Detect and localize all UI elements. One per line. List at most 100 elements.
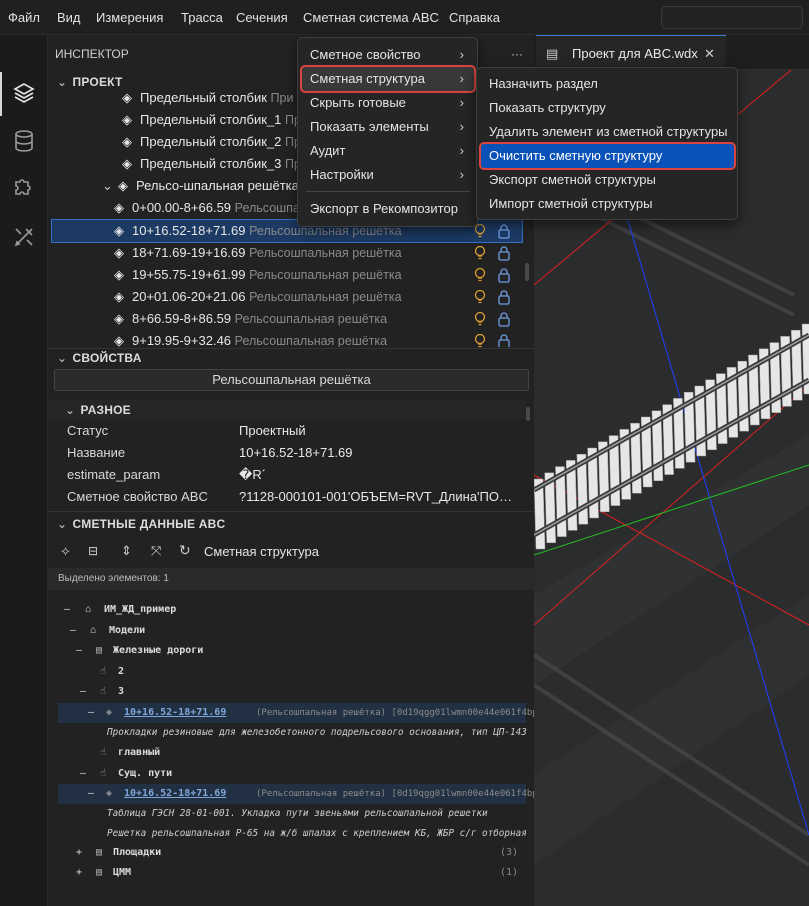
expand-all-icon[interactable]: ⇕ (121, 543, 132, 558)
lightbulb-icon[interactable] (474, 333, 486, 347)
submenu-assign-section[interactable]: Назначить раздел (489, 76, 598, 91)
estimate-row[interactable]: +▤ЦММ(1) (48, 863, 526, 883)
puzzle-icon[interactable] (8, 171, 40, 203)
lock-icon[interactable] (497, 245, 511, 261)
property-row: estimate_param�R´ (67, 467, 267, 482)
lock-icon[interactable] (497, 311, 511, 327)
sparkle-icon[interactable]: ✧ (60, 544, 71, 559)
chevron-down-icon: ⌄ (57, 351, 68, 365)
menu-route[interactable]: Трасса (181, 10, 223, 25)
chevron-right-icon: › (459, 95, 464, 110)
lock-icon[interactable] (497, 289, 511, 305)
estimate-row[interactable]: Решетка рельсошпальная Р-65 на ж/б шпала… (107, 828, 527, 839)
tree-item[interactable]: ◈ 18+71.69-19+16.69 Рельсошпальная решёт… (48, 242, 526, 264)
project-section-header[interactable]: ⌄ ПРОЕКТ (48, 75, 534, 89)
document-icon: ▤ (96, 847, 103, 858)
tree-item[interactable]: ◈ Предельный столбик При (48, 87, 526, 109)
estimate-row[interactable]: –☝Сущ. пути (48, 764, 526, 784)
tab-label: Проект для ABC.wdx (572, 46, 698, 61)
misc-group-header[interactable]: ⌄ РАЗНОЕ (48, 403, 534, 417)
tree-item[interactable]: ◈ 19+55.75-19+61.99 Рельсошпальная решёт… (48, 264, 526, 286)
properties-scrollbar[interactable] (526, 407, 530, 421)
lock-icon[interactable] (497, 333, 511, 347)
menu-view[interactable]: Вид (57, 10, 81, 25)
tree-item[interactable]: ◈ 9+19.95-9+32.46 Рельсошпальная решётка (48, 330, 526, 347)
estimate-toolbar: ✧ ⊟ ⇕ ⤧ ↻ Сметная структура (48, 539, 534, 567)
lightbulb-icon[interactable] (474, 223, 486, 239)
divider (48, 348, 534, 349)
estimate-row[interactable]: ☝главный (48, 743, 526, 763)
tree-item[interactable]: ◈ 8+66.59-8+86.59 Рельсошпальная решётка (48, 308, 526, 330)
element-type-button[interactable]: Рельсошпальная решётка (54, 369, 529, 391)
lock-icon[interactable] (497, 223, 511, 239)
object-icon: ◈ (114, 200, 124, 215)
track-sleepers (534, 323, 809, 550)
menu-help[interactable]: Справка (449, 10, 500, 25)
menu-item-show-elements[interactable]: Показать элементы› (302, 115, 474, 139)
submenu-import-structure[interactable]: Импорт сметной структуры (489, 196, 653, 211)
lightbulb-icon[interactable] (474, 289, 486, 305)
tree-item[interactable]: ◈ 20+01.06-20+21.06 Рельсошпальная решёт… (48, 286, 526, 308)
menu-measurements[interactable]: Измерения (96, 10, 164, 25)
submenu-show-structure[interactable]: Показать структуру (489, 100, 606, 115)
more-actions-icon[interactable]: ··· (511, 47, 523, 61)
search-input[interactable] (661, 6, 803, 29)
object-icon: ◈ (114, 267, 124, 282)
menu-item-estimate-structure[interactable]: Сметная структура› (300, 65, 476, 93)
submenu-remove-element[interactable]: Удалить элемент из сметной структуры (489, 124, 728, 139)
menu-abc-system[interactable]: Сметная система ABC (303, 10, 439, 25)
selected-count: Выделено элементов: 1 (58, 573, 169, 584)
tree-item[interactable]: ◈ Предельный столбик_2 Пр (48, 131, 526, 153)
object-icon: ◈ (122, 90, 132, 105)
estimate-section-header[interactable]: ⌄ СМЕТНЫЕ ДАННЫЕ ABC (48, 517, 534, 531)
layers-icon[interactable] (8, 77, 40, 109)
estimate-row[interactable]: +▤Площадки(3) (48, 843, 526, 863)
estimate-structure-label[interactable]: Сметная структура (204, 544, 319, 559)
submenu-clear-structure[interactable]: Очистить сметную структуру (479, 142, 736, 170)
lock-icon[interactable] (497, 267, 511, 283)
estimate-row[interactable]: Таблица ГЭСН 28-01-001. Укладка пути зве… (107, 808, 488, 819)
menu-sections[interactable]: Сечения (236, 10, 288, 25)
properties-section-header[interactable]: ⌄ СВОЙСТВА (48, 351, 534, 365)
menu-item-hide-ready[interactable]: Скрыть готовые› (302, 91, 474, 115)
lightbulb-icon[interactable] (474, 311, 486, 327)
menu-file[interactable]: Файл (8, 10, 40, 25)
object-icon: ◈ (114, 289, 124, 304)
estimate-row[interactable]: –⌂Модели (48, 621, 526, 641)
menu-item-export-recomposer[interactable]: Экспорт в Рекомпозитор (310, 201, 458, 216)
estimate-row[interactable]: –⌂ИМ_ЖД_пример (48, 600, 526, 620)
estimate-row[interactable]: –▤Железные дороги (48, 641, 526, 661)
estimate-row-highlight[interactable]: –◈10+16.52-18+71.69(Рельсошпальная решёт… (58, 703, 534, 723)
object-icon: ◈ (114, 245, 124, 260)
estimate-row-highlight[interactable]: –◈10+16.52-18+71.69(Рельсошпальная решёт… (58, 784, 534, 804)
activity-bar (0, 35, 48, 906)
hand-icon: ☝ (100, 747, 107, 758)
menu-item-estimate-property[interactable]: Сметное свойство› (302, 43, 474, 67)
close-icon[interactable]: ✕ (704, 46, 715, 61)
context-menu: Сметное свойство› Сметная структура› Скр… (297, 37, 478, 227)
tools-icon[interactable] (8, 221, 40, 253)
estimate-row[interactable]: Прокладки резиновые для железобетонного … (107, 727, 527, 738)
object-icon: ◈ (122, 156, 132, 171)
refresh-icon[interactable]: ↻ (179, 542, 191, 558)
estimate-section-label: СМЕТНЫЕ ДАННЫЕ ABC (72, 517, 226, 531)
tree-scrollbar[interactable] (525, 263, 529, 281)
menu-item-audit[interactable]: Аудит› (302, 139, 474, 163)
sleeper (801, 323, 809, 395)
estimate-row[interactable]: –☝3 (48, 682, 526, 702)
submenu-export-structure[interactable]: Экспорт сметной структуры (489, 172, 656, 187)
collapse-all-icon[interactable]: ⤧ (151, 543, 162, 558)
menu-item-settings[interactable]: Настройки› (302, 163, 474, 187)
database-icon[interactable] (8, 125, 40, 157)
editor-tab[interactable]: ▤ Проект для ABC.wdx ✕ (536, 35, 726, 70)
filter-clear-icon[interactable]: ⊟ (88, 544, 99, 558)
object-icon: ◈ (114, 333, 124, 347)
tree-item-group[interactable]: ⌄ ◈ Рельсо-шпальная решётка (48, 175, 526, 197)
tree-item[interactable]: ◈ Предельный столбик_1 Пр (48, 109, 526, 131)
object-icon: ◈ (118, 178, 128, 193)
estimate-row[interactable]: ☝2 (48, 662, 526, 682)
lightbulb-icon[interactable] (474, 245, 486, 261)
tree-item[interactable]: ◈ Предельный столбик_3 Пр (48, 153, 526, 175)
lightbulb-icon[interactable] (474, 267, 486, 283)
